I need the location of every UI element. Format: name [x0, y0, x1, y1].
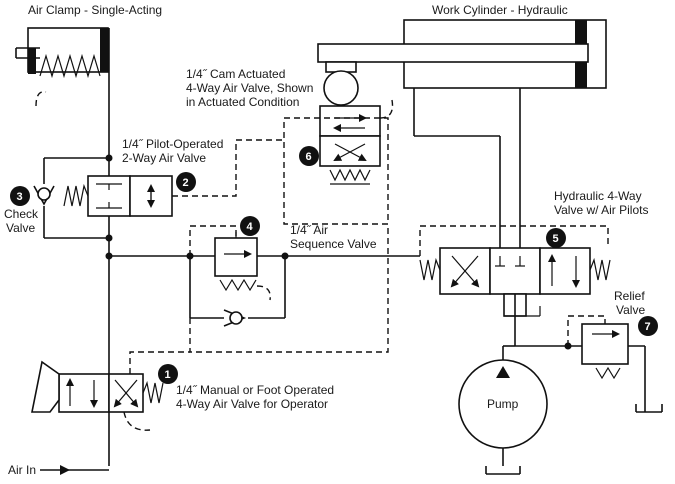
cam-valve-label-2: 4-Way Air Valve, Shown: [186, 81, 313, 95]
pump-label: Pump: [487, 397, 519, 411]
badge-4: 4: [247, 221, 254, 233]
work-cylinder-title: Work Cylinder - Hydraulic: [432, 3, 568, 17]
relief-valve: [567, 315, 658, 380]
air-in-label: Air In: [8, 463, 36, 477]
hydraulic-valve-label-1: Hydraulic 4-Way: [554, 189, 642, 203]
manual-four-way-valve: [31, 360, 178, 431]
badge-6: 6: [306, 151, 312, 163]
check-valve: [10, 185, 55, 206]
relief-valve-label-2: Valve: [616, 303, 645, 317]
hydraulic-valve-label-2: Valve w/ Air Pilots: [554, 203, 648, 217]
sequence-valve-label-2: Sequence Valve: [290, 237, 377, 251]
sequence-valve: [214, 216, 271, 301]
work-cylinder: [317, 19, 607, 248]
cam-actuated-valve: [299, 99, 394, 185]
pilot-two-way-valve: [63, 172, 196, 217]
manual-valve-label-1: 1/4˝ Manual or Foot Operated: [176, 383, 334, 397]
pilot-valve-label-2: 2-Way Air Valve: [122, 151, 206, 165]
check-valve-label-1: Check: [4, 207, 39, 221]
badge-2: 2: [183, 177, 189, 189]
cam-valve-label-1: 1/4˝ Cam Actuated: [186, 67, 285, 81]
manual-valve-label-2: 4-Way Air Valve for Operator: [176, 397, 328, 411]
air-clamp-title: Air Clamp - Single-Acting: [28, 3, 162, 17]
relief-valve-label-1: Relief: [614, 289, 645, 303]
sequence-valve-label-1: 1/4˝ Air: [290, 223, 328, 237]
pilot-valve-label-1: 1/4˝ Pilot-Operated: [122, 137, 223, 151]
badge-3: 3: [17, 191, 23, 203]
check-valve-label-2: Valve: [6, 221, 35, 235]
badge-1: 1: [165, 369, 171, 381]
badge-5: 5: [553, 233, 559, 245]
cam-valve-label-3: in Actuated Condition: [186, 95, 299, 109]
air-clamp-cylinder: [15, 27, 109, 107]
pump: [458, 346, 548, 475]
badge-7: 7: [645, 321, 651, 333]
hydraulic-four-way-valve: [419, 228, 611, 317]
